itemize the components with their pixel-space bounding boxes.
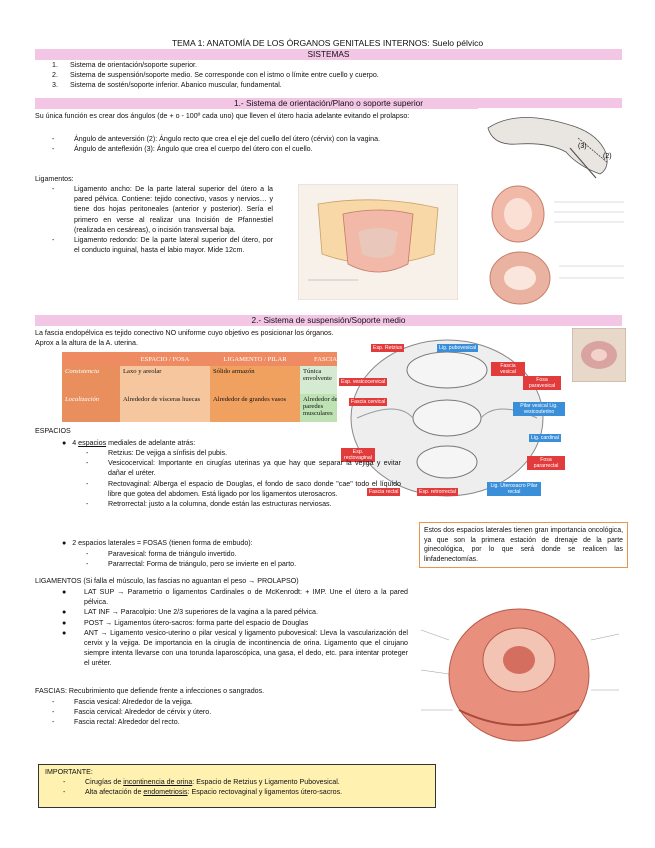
label-pilar-vesical: Pilar vesical Lig. vesicouterino [513, 402, 565, 416]
section2-band: 2.- Sistema de suspensión/Soporte medio [35, 315, 622, 326]
list-item: -Pararrectal: Forma de triángulo, pero s… [86, 560, 297, 569]
ligamentos-heading: LIGAMENTOS (Si falla el músculo, las fas… [35, 577, 299, 585]
label-rectovaginal: Esp. rectovaginal [341, 448, 375, 462]
list-item: -Ángulo de anteflexión (3): Ángulo que c… [52, 145, 313, 154]
list-item: ●POST → Ligamentos útero-sacros: forma p… [62, 618, 309, 627]
table-row: Consistencia Laxo y areolar Sólido armaz… [62, 366, 351, 394]
list-item: 1.Sistema de orientación/soporte superio… [52, 61, 197, 69]
list-item: ●ANT → Ligamento vesico-uterino o pilar … [62, 628, 408, 668]
ligaments-list: -Ligamento ancho: De la parte lateral su… [52, 184, 273, 255]
list-item: -Fascia rectal: Alrededor del recto. [52, 718, 180, 727]
label-fascia-vesical: Fascia vesical [491, 362, 525, 376]
table-header: LIGAMENTO / PILAR [210, 352, 300, 366]
label-uterosacro: Lig. Uterosacro Pilar rectal [487, 482, 541, 496]
laterales-intro: ● 2 espacios laterales = FOSAS (tienen f… [62, 539, 253, 547]
label-pararrectal: Fosa pararrectal [527, 456, 565, 470]
important-heading: IMPORTANTE: [45, 768, 93, 776]
spaces-table: ESPACIO / FOSA LIGAMENTO / PILAR FASCIA … [62, 352, 351, 422]
uterus-angle-figure: (3) (2) [478, 108, 626, 180]
important-box: IMPORTANTE: -Cirugías de incontinencia d… [38, 764, 436, 808]
pelvic-spaces-diagram: Esp. Retzius Lig. pubovesical Fascia ves… [337, 330, 569, 502]
label-fascia-rectal: Fascia rectal [367, 488, 401, 496]
section1-band: 1.- Sistema de orientación/Plano o sopor… [35, 98, 622, 109]
list-item: -Ligamento redondo: De la parte lateral … [52, 236, 273, 255]
laterales-list: -Paravesical: forma de triángulo inverti… [86, 549, 406, 569]
espacios-intro: ● 4 espacios mediales de adelante atrás: [62, 439, 196, 447]
label-cardinal: Lig. cardinal [529, 434, 561, 442]
figure-label-2: (2) [603, 153, 612, 160]
label-retrorrectal: Esp. retrorrectal [417, 488, 458, 496]
figure-label-3: (3) [578, 143, 587, 150]
list-item: ●LAT SUP → Parametrio o ligamentos Cardi… [62, 588, 408, 607]
list-item: -Retrorrectal: justo a la columna, donde… [86, 500, 332, 509]
label-fascia-cervical: Fascia cervical [349, 398, 388, 406]
list-item: -Alta afectación de endometriosis: Espac… [63, 788, 343, 797]
list-item: -Paravesical: forma de triángulo inverti… [86, 550, 237, 558]
label-retzius: Esp. Retzius [371, 344, 405, 352]
table-header: ESPACIO / FOSA [120, 352, 210, 366]
table-row: Localización Alrededor de vísceras hueca… [62, 394, 351, 422]
list-item: -Ángulo de anteversión (2): Ángulo recto… [52, 135, 380, 143]
list-item: -Rectovaginal: Alberga el espacio de Dou… [86, 479, 401, 498]
oncology-note-box: Estos dos espacios laterales tienen gran… [419, 522, 628, 569]
pelvis-illustrations [484, 182, 626, 306]
label-pubovesical: Lig. pubovesical [437, 344, 479, 352]
angles-list: -Ángulo de anteversión (2): Ángulo recto… [52, 134, 482, 154]
list-item: 2.Sistema de suspensión/soporte medio. S… [52, 71, 379, 80]
label-vesicocervical: Esp. vesicocervical [339, 378, 388, 386]
espacios-heading: ESPACIOS [35, 427, 71, 435]
list-item: -Ligamento ancho: De la parte lateral su… [52, 185, 273, 234]
list-item: ●LAT INF → Paracolpio: Une 2/3 superiore… [62, 608, 318, 617]
ligamentos-list: ●LAT SUP → Parametrio o ligamentos Cardi… [62, 587, 408, 669]
list-item: -Cirugías de incontinencia de orina: Esp… [63, 778, 340, 787]
table-header [62, 352, 120, 366]
list-item: -Fascia cervical: Alrededor de cérvix y … [52, 708, 212, 717]
list-item: 3.Sistema de sostén/soporte inferior. Ab… [52, 81, 282, 90]
section1-intro: Su única función es crear dos ángulos (d… [35, 112, 410, 120]
broad-ligament-figure [298, 184, 458, 300]
pelvic-floor-illustration [419, 600, 621, 750]
list-item: -Retzius: De vejiga a sínfisis del pubis… [86, 449, 228, 457]
pelvis-thumbnail [572, 328, 626, 382]
ligaments-heading: Ligamentos: [35, 175, 74, 183]
systems-list: 1.Sistema de orientación/soporte superio… [52, 60, 502, 91]
espacios-list: -Retzius: De vejiga a sínfisis del pubis… [86, 448, 401, 509]
list-item: -Vesicocervical: Importante en cirugías … [86, 459, 401, 478]
systems-band: SISTEMAS [35, 49, 622, 60]
fascias-list: -Fascia vesical: Alrededor de la vejiga.… [52, 697, 412, 728]
label-paravesical: Fosa paravesical [523, 376, 561, 390]
list-item: -Fascia vesical: Alrededor de la vejiga. [52, 698, 193, 706]
section2-intro: La fascia endopélvica es tejido conectiv… [35, 329, 334, 348]
document-title: TEMA 1: ANATOMÍA DE LOS ÓRGANOS GENITALE… [171, 38, 484, 48]
fascias-heading: FASCIAS: Recubrimiento que defiende fren… [35, 687, 265, 695]
